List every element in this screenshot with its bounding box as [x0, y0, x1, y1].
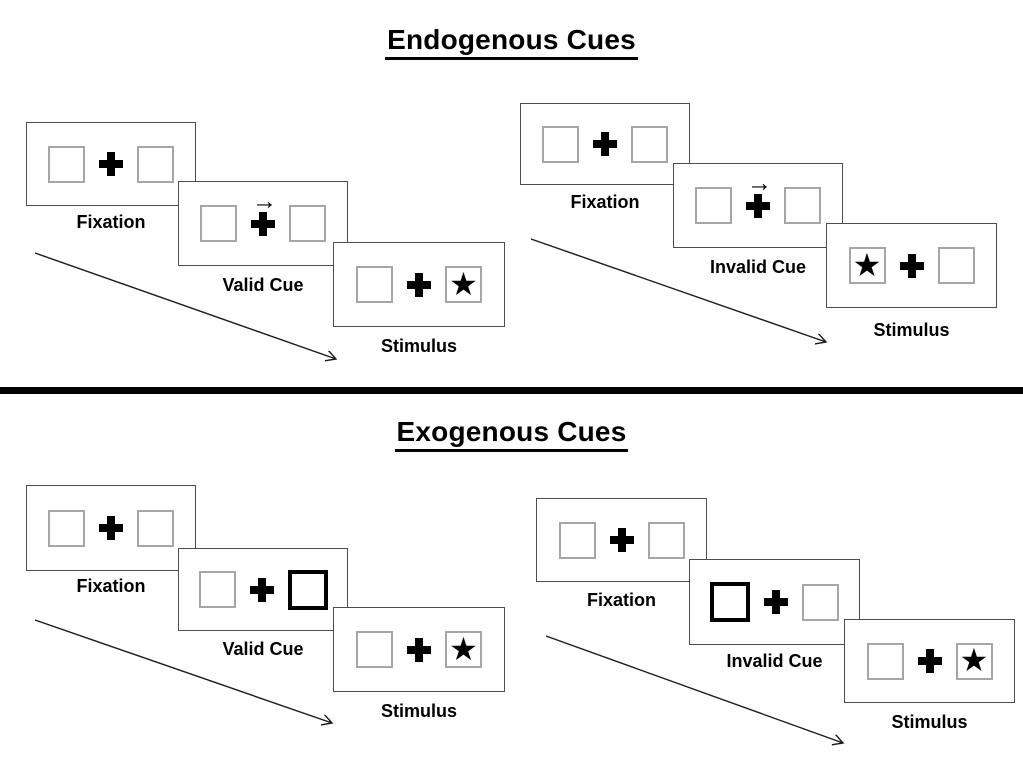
- exogenous-section-title: Exogenous Cues: [0, 416, 1023, 453]
- fixation-cross-icon: [764, 590, 788, 614]
- highlighted-right-box-cue: [287, 569, 328, 610]
- fixation-cross-icon: →: [251, 188, 277, 236]
- fixation-cross-icon: [918, 649, 942, 673]
- section-divider: [0, 387, 1023, 394]
- fixation-cross-icon: [250, 578, 274, 602]
- right-box: [289, 205, 326, 242]
- step-label-fixation: Fixation: [570, 192, 640, 212]
- right-arrow-cue-icon: →: [252, 186, 277, 215]
- exogenous-valid-fixation-panel: [26, 485, 196, 571]
- exogenous-title-text: Exogenous Cues: [394, 416, 629, 453]
- left-box: [866, 642, 904, 680]
- fixation-cross-icon: [610, 528, 634, 552]
- timeline-arrow-endogenous-valid: [34, 252, 336, 359]
- step-label-stimulus: Stimulus: [873, 320, 950, 340]
- step-label-valid-cue: Valid Cue: [222, 275, 304, 295]
- fixation-cross-icon: [407, 638, 431, 662]
- step-label-fixation: Fixation: [76, 212, 146, 232]
- highlighted-left-box-cue: [710, 582, 750, 622]
- left-box: [356, 266, 393, 303]
- fixation-cross-icon: [99, 152, 123, 176]
- step-label-fixation: Fixation: [76, 576, 146, 596]
- left-box: [48, 509, 85, 547]
- exogenous-valid-stimulus-panel: ★: [333, 607, 505, 692]
- fixation-cross-icon: [900, 254, 924, 278]
- star-stimulus-icon: ★: [852, 246, 882, 283]
- right-box: [937, 247, 975, 284]
- left-box: [542, 125, 579, 163]
- fixation-cross-icon: [593, 132, 617, 156]
- exogenous-invalid-stimulus-panel: ★: [844, 619, 1015, 703]
- exogenous-invalid-cue-panel: [689, 559, 860, 645]
- step-label-stimulus: Stimulus: [380, 701, 457, 721]
- endogenous-title-text: Endogenous Cues: [385, 24, 638, 61]
- endogenous-invalid-fixation-panel: [520, 103, 690, 185]
- star-stimulus-icon: ★: [449, 630, 478, 667]
- fixation-cross-icon: [99, 516, 123, 540]
- step-label-invalid-cue: Invalid Cue: [726, 651, 823, 671]
- step-label-invalid-cue: Invalid Cue: [709, 257, 807, 277]
- fixation-cross-icon: →: [746, 170, 772, 218]
- right-box: [802, 583, 839, 621]
- step-label-stimulus: Stimulus: [380, 336, 457, 356]
- step-label-stimulus: Stimulus: [891, 712, 968, 732]
- endogenous-valid-fixation-panel: [26, 122, 196, 206]
- left-box: [695, 187, 732, 224]
- fixation-cross-icon: [407, 273, 431, 297]
- endogenous-invalid-cue-panel: →: [673, 163, 843, 248]
- endogenous-valid-stimulus-panel: ★: [333, 242, 505, 327]
- endogenous-section-title: Endogenous Cues: [0, 24, 1023, 61]
- left-box: [200, 205, 237, 242]
- star-stimulus-icon: ★: [449, 265, 478, 302]
- endogenous-invalid-stimulus-panel: ★: [826, 223, 997, 308]
- right-box: [784, 187, 821, 224]
- left-box: [48, 145, 85, 183]
- left-box: [558, 521, 596, 559]
- left-box: [198, 571, 236, 608]
- exogenous-valid-cue-panel: [178, 548, 348, 631]
- right-box: [137, 145, 174, 183]
- star-stimulus-icon: ★: [959, 642, 989, 678]
- endogenous-valid-cue-panel: →: [178, 181, 348, 266]
- left-box: [356, 631, 393, 668]
- right-box: [647, 521, 685, 559]
- right-box: ★: [955, 642, 993, 680]
- right-box: [137, 509, 174, 547]
- right-arrow-cue-icon: →: [747, 168, 772, 197]
- step-label-fixation: Fixation: [586, 590, 656, 610]
- right-box: ★: [445, 266, 482, 303]
- timeline-arrow-endogenous-invalid: [530, 238, 826, 342]
- timeline-arrow-exogenous-valid: [34, 619, 332, 723]
- left-box: ★: [848, 246, 886, 284]
- step-label-valid-cue: Valid Cue: [222, 639, 304, 659]
- exogenous-invalid-fixation-panel: [536, 498, 707, 582]
- right-box: [631, 125, 668, 163]
- right-box: ★: [445, 631, 482, 668]
